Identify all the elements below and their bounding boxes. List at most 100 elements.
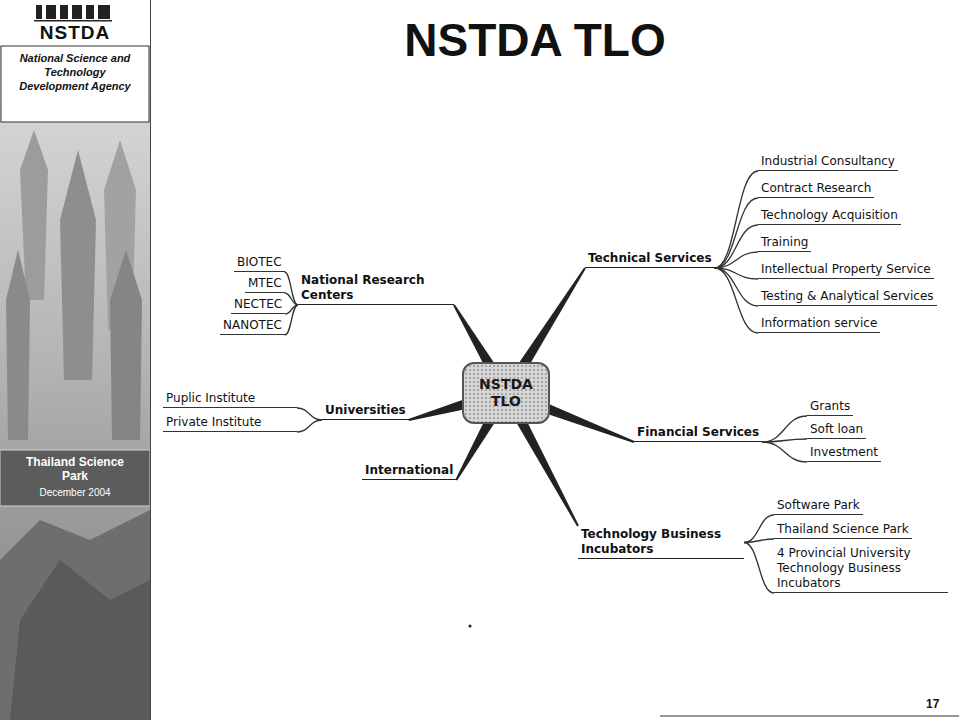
leaf-label: Grants: [807, 398, 853, 416]
leaf-label: Information service: [758, 315, 880, 333]
bracket-line: [715, 198, 758, 268]
stray-dot: [468, 624, 471, 627]
sidebar-edge: [150, 0, 151, 720]
branch-wedge: [519, 267, 585, 367]
branch-wedge: [453, 304, 494, 367]
bracket-line: [744, 539, 774, 543]
branch-label: Technical Services: [585, 250, 715, 268]
leaf-label: Private Institute: [163, 414, 297, 432]
node-text: Thailand Science Park: [777, 522, 909, 537]
node-text: Technology Acquisition: [761, 208, 898, 223]
leaf-label: Investment: [807, 444, 881, 462]
bracket-line: [715, 171, 758, 268]
agency-box: [1, 46, 149, 122]
band-title: Thailand Science Park: [25, 456, 125, 484]
node-text: NANOTEC: [223, 318, 282, 333]
node-text: Puplic Institute: [166, 391, 294, 406]
leaf-label: NANOTEC: [220, 317, 285, 335]
logo-mark: [36, 5, 42, 19]
bracket-line: [715, 225, 758, 268]
logo-mark: [72, 5, 82, 19]
branch-wedge: [408, 399, 466, 421]
page-number: 17: [926, 697, 939, 711]
logo-mark: [86, 5, 94, 19]
bracket-line: [285, 272, 298, 305]
branch-label: Technology Business Incubators: [578, 526, 744, 559]
branch-label: Universities: [322, 402, 409, 420]
leaf-label: Software Park: [774, 497, 863, 515]
node-text: Grants: [810, 399, 850, 414]
node-text: Financial Services: [637, 425, 759, 440]
bracket-line: [285, 293, 298, 305]
branch-wedge: [517, 418, 579, 526]
node-text: NSTDA TLO: [470, 376, 542, 410]
bracket-line: [762, 442, 807, 462]
node-text: NECTEC: [234, 297, 282, 312]
leaf-label: BIOTEC: [234, 254, 285, 272]
bracket-line: [285, 305, 298, 335]
node-text: MTEC: [248, 276, 282, 291]
node-text: Testing & Analytical Services: [761, 289, 934, 304]
branch-label: National Research Centers: [298, 272, 454, 305]
leaf-label: MTEC: [245, 275, 285, 293]
node-text: Training: [761, 235, 808, 250]
footer-rule: [660, 716, 959, 717]
bracket-line: [297, 408, 322, 420]
leaf-label: Puplic Institute: [163, 390, 297, 408]
leaf-label: Intellectual Property Service: [758, 261, 934, 279]
logo-mark: [46, 5, 56, 19]
bracket-line: [762, 439, 807, 442]
node-text: National Research Centers: [301, 273, 451, 303]
park-band: [0, 450, 150, 506]
branch-wedge: [545, 404, 634, 443]
bracket-line: [744, 543, 774, 594]
bracket-line: [762, 416, 807, 442]
leaf-label: Industrial Consultancy: [758, 153, 898, 171]
leaf-label: NECTEC: [231, 296, 285, 314]
node-text: Contract Research: [761, 181, 871, 196]
ground-shape: [0, 510, 150, 720]
leaf-label: Technology Acquisition: [758, 207, 901, 225]
branch-wedge: [455, 418, 494, 480]
bracket-line: [297, 420, 322, 432]
logo-mark: [98, 5, 110, 19]
leaf-label: Soft loan: [807, 421, 866, 439]
node-text: Private Institute: [166, 415, 294, 430]
leaf-label: 4 Provincial University Technology Busin…: [774, 545, 948, 593]
branch-label: Financial Services: [634, 424, 762, 442]
node-text: Software Park: [777, 498, 860, 513]
tree-shape: [6, 250, 30, 440]
ground-shape: [10, 560, 150, 720]
logo-panel: [0, 0, 150, 46]
agency-name: National Science and Technology Developm…: [10, 52, 140, 93]
band-date: December 2004: [10, 487, 140, 498]
node-text: BIOTEC: [237, 255, 282, 270]
logo-mark: [60, 5, 68, 19]
node-text: Information service: [761, 316, 877, 331]
node-text: International: [365, 463, 453, 478]
bracket-line: [715, 252, 758, 268]
tree-shape: [20, 130, 48, 300]
tree-shape: [60, 150, 96, 380]
logo-rule: [34, 20, 112, 22]
leaf-label: Testing & Analytical Services: [758, 288, 937, 306]
node-text: Investment: [810, 445, 878, 460]
node-text: 4 Provincial University Technology Busin…: [777, 546, 945, 591]
forest-image: [0, 0, 150, 720]
node-text: Industrial Consultancy: [761, 154, 895, 169]
node-text: Technology Business Incubators: [581, 527, 741, 557]
bracket-line: [744, 515, 774, 543]
leaf-label: Contract Research: [758, 180, 874, 198]
leaf-label: Training: [758, 234, 811, 252]
hub-box: NSTDA TLO: [462, 362, 550, 424]
node-text: Universities: [325, 403, 406, 418]
logo-text: NSTDA: [20, 22, 130, 44]
bracket-line: [715, 268, 758, 333]
node-text: Soft loan: [810, 422, 863, 437]
node-text: Intellectual Property Service: [761, 262, 931, 277]
node-text: Technical Services: [588, 251, 712, 266]
